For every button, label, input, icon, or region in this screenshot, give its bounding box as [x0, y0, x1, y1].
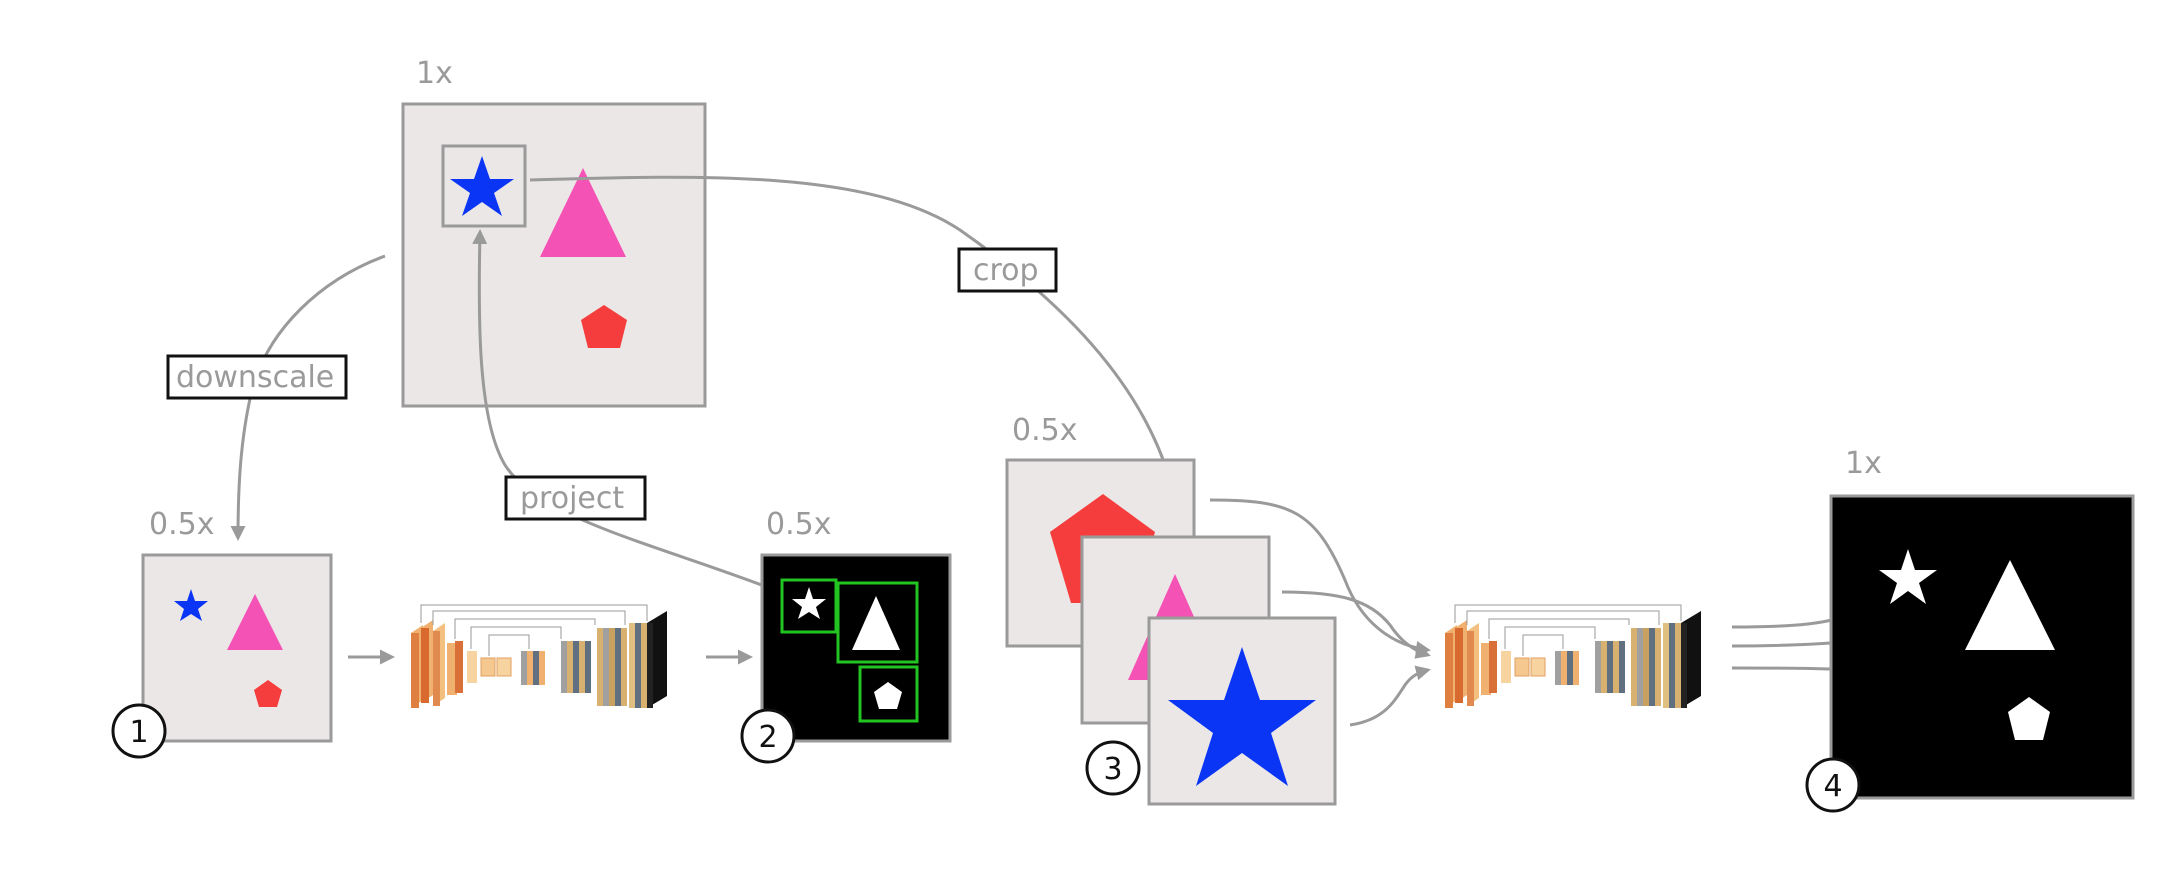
- step-label-1: 1: [129, 715, 148, 750]
- scale-label-mask-small: 0.5x: [766, 507, 831, 542]
- mask-star-small: [792, 587, 826, 619]
- downscale-label: downscale: [176, 360, 334, 395]
- step-label-2: 2: [758, 720, 777, 755]
- step-marker-1: [111, 703, 167, 759]
- star-shape-small: [174, 589, 208, 621]
- project-arrow: [472, 229, 781, 594]
- output-pentagon-shape: [2008, 697, 2050, 740]
- crop-star-shape: [1168, 647, 1316, 786]
- triangle-shape: [540, 168, 626, 257]
- output-triangle-shape: [1965, 560, 2055, 650]
- project-label: project: [520, 481, 624, 516]
- arrow-crop3-to-net2: [1349, 665, 1431, 727]
- bbox-pentagon: [858, 665, 919, 723]
- step-label-4: 4: [1823, 769, 1842, 804]
- step-label-3: 3: [1103, 752, 1122, 787]
- pentagon-shape-small: [254, 680, 282, 707]
- bbox-star: [780, 578, 838, 634]
- scale-label-top: 1x: [416, 56, 453, 91]
- pentagon-shape: [581, 305, 627, 348]
- scale-label-crops: 0.5x: [1012, 413, 1077, 448]
- bbox-triangle: [836, 581, 919, 664]
- unet-icon-1: [410, 604, 668, 709]
- scale-label-left: 0.5x: [149, 507, 214, 542]
- step-marker-4: [1805, 757, 1861, 813]
- arrow-crop2-to-net2: [1281, 590, 1431, 659]
- arrow-crop1-to-net2: [1209, 498, 1431, 656]
- star-shape: [450, 156, 514, 216]
- project-label-box: [504, 475, 647, 521]
- triangle-shape-small: [227, 594, 283, 650]
- scale-label-output: 1x: [1845, 446, 1882, 481]
- crop-label: crop: [973, 253, 1039, 288]
- mask-triangle-small: [852, 596, 900, 650]
- mask-pentagon-small: [874, 682, 902, 709]
- unet-icon-2: [1444, 604, 1702, 709]
- downscale-label-box: [166, 354, 348, 400]
- crop-label-box: [957, 247, 1058, 293]
- mask-panel-half: [760, 553, 952, 743]
- star-crop-box: [441, 144, 527, 228]
- step-marker-3: [1085, 740, 1141, 796]
- step-marker-2: [740, 708, 796, 764]
- output-star-shape: [1879, 549, 1937, 604]
